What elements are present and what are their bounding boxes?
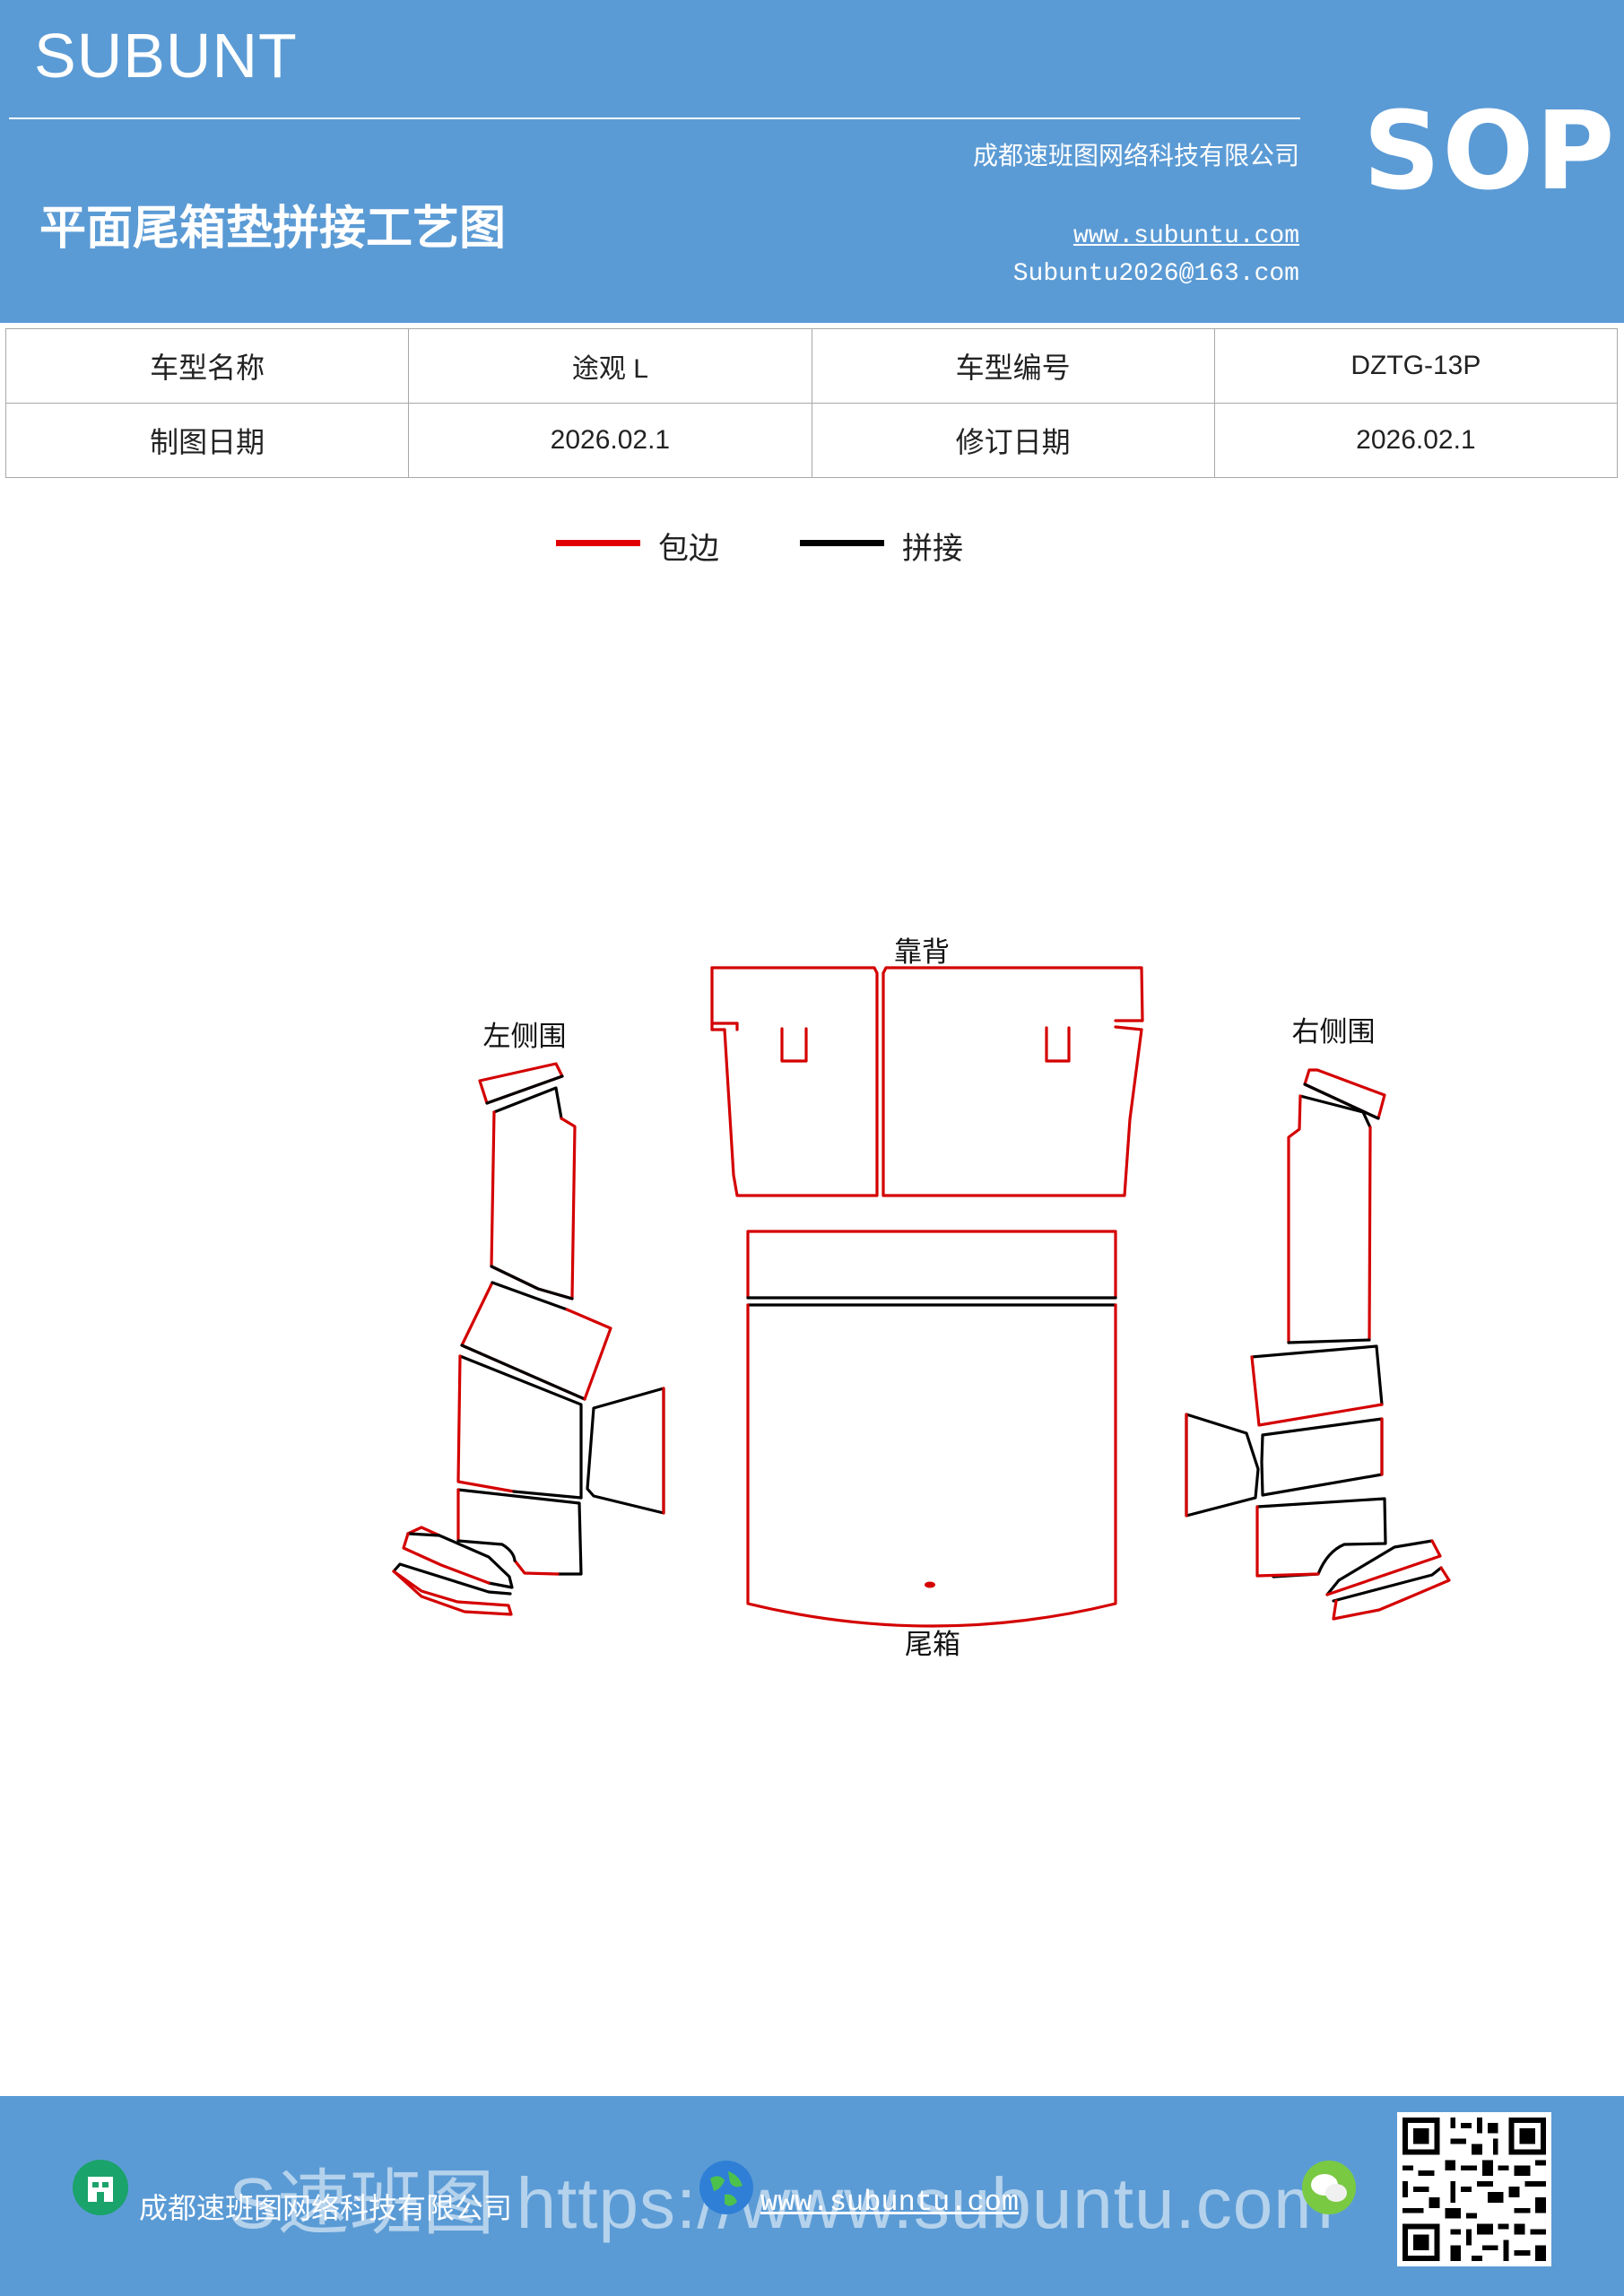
model-name-value: 途观 L <box>408 328 812 404</box>
seam-legend-label: 拼接 <box>902 531 963 567</box>
trunk-label: 尾箱 <box>905 1629 960 1661</box>
header-banner: SUBUNT 平面尾箱垫拼接工艺图 成都速班图网络科技有限公司 www.subu… <box>0 0 1624 323</box>
building-icon <box>73 2160 128 2215</box>
legend: 包边 拼接 <box>0 520 1624 574</box>
vehicle-info-table: 车型名称 途观 L 车型编号 DZTG-13P 制图日期 2026.02.1 修… <box>4 328 1619 478</box>
globe-icon <box>699 2161 753 2214</box>
company-name: 成都速班图网络科技有限公司 <box>972 141 1299 170</box>
right-side-middle-panel <box>1260 1417 1384 1497</box>
qr-code-icon[interactable] <box>1397 2112 1551 2266</box>
document-title: 平面尾箱垫拼接工艺图 <box>39 202 507 256</box>
seam-legend-swatch <box>800 540 884 546</box>
left-side-label: 左侧围 <box>483 1021 567 1053</box>
sop-badge: SOP <box>1363 90 1617 214</box>
model-name-label: 车型名称 <box>4 328 410 404</box>
right-side-corner-pieces <box>1325 1539 1451 1621</box>
footer-company-name: 成都速班图网络科技有限公司 <box>139 2191 513 2225</box>
header-divider <box>9 117 1300 119</box>
left-side-tall-panel <box>490 1086 577 1300</box>
trunk-main-panel <box>746 1303 1117 1628</box>
edge-legend-label: 包边 <box>658 531 719 567</box>
email-address[interactable]: Subuntu2026@163.com <box>1012 260 1299 288</box>
draw-date-label: 制图日期 <box>4 403 410 478</box>
footer-banner: S速班图 https://www.subuntu.com 成都速班图网络科技有限… <box>0 2096 1624 2296</box>
right-side-label: 右侧围 <box>1292 1016 1376 1048</box>
right-side-tall-panel <box>1287 1094 1372 1344</box>
footer-watermark: S速班图 https://www.subuntu.com <box>229 2163 1334 2243</box>
table-row: 制图日期 2026.02.1 修订日期 2026.02.1 <box>4 403 1619 478</box>
right-side-upper-panel <box>1250 1344 1384 1427</box>
backrest-right-panel <box>881 966 1144 1197</box>
backrest-left-panel <box>710 966 879 1197</box>
model-code-value: DZTG-13P <box>1213 328 1619 404</box>
revise-date-label: 修订日期 <box>811 403 1215 478</box>
revise-date-value: 2026.02.1 <box>1213 403 1619 478</box>
left-side-corner-pieces <box>392 1526 514 1616</box>
brand-name: SUBUNT <box>34 21 298 91</box>
trunk-top-strip <box>746 1230 1117 1300</box>
left-side-top-strip <box>478 1062 564 1105</box>
left-side-flap-panel <box>586 1387 665 1515</box>
right-side-lower-panel <box>1255 1497 1387 1578</box>
model-code-label: 车型编号 <box>811 328 1215 404</box>
left-side-lower-panel <box>456 1488 583 1576</box>
left-side-middle-panel <box>456 1354 583 1500</box>
footer-website-link[interactable]: www.subuntu.com <box>760 2186 1020 2219</box>
trunk-hole-marker <box>925 1581 935 1588</box>
website-link[interactable]: www.subuntu.com <box>1073 222 1299 250</box>
mat-layout-diagram: 靠背 左侧围 右侧围 尾箱 <box>392 936 1451 1661</box>
left-side-upper-wedge <box>460 1281 612 1401</box>
draw-date-value: 2026.02.1 <box>408 403 812 478</box>
right-side-flap-panel <box>1185 1413 1260 1518</box>
right-side-top-strip <box>1303 1068 1386 1120</box>
edge-legend-swatch <box>556 540 640 546</box>
wechat-icon <box>1302 2161 1356 2214</box>
backrest-label: 靠背 <box>894 936 950 969</box>
table-row: 车型名称 途观 L 车型编号 DZTG-13P <box>4 328 1619 404</box>
